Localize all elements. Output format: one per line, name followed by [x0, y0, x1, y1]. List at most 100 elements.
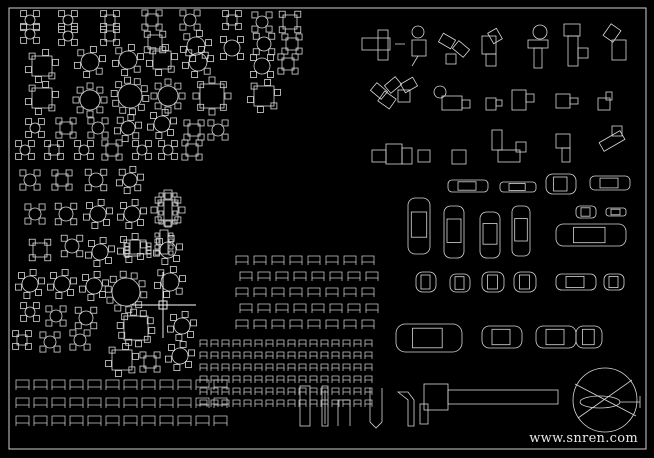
playground-item-15: [371, 143, 431, 165]
bench-146: [195, 379, 210, 390]
bench-121: [210, 399, 219, 407]
bench-79: [276, 363, 285, 371]
bench-43: [232, 339, 241, 347]
table-set-46: [115, 165, 145, 195]
crosshair-cursor-icon: [130, 272, 196, 338]
bench-125: [254, 399, 263, 407]
car-14: [513, 271, 537, 293]
bench-170: [195, 415, 210, 426]
table-set-58: [47, 269, 77, 299]
playground-item-9: [397, 76, 419, 103]
street-lamps: [299, 385, 415, 429]
table-set-71: [139, 351, 161, 373]
bench-120: [199, 399, 208, 407]
bench-135: [364, 399, 373, 407]
bench-99: [320, 375, 329, 383]
bench-165: [105, 415, 120, 426]
lamp-2: [321, 385, 329, 427]
table-set-69: [69, 329, 91, 351]
bench-21: [325, 287, 339, 297]
table-set-15: [281, 33, 303, 55]
bench-8: [239, 271, 253, 281]
table-set-13: [220, 36, 244, 60]
table-set-35: [207, 119, 229, 141]
playground-item-4: [481, 27, 503, 67]
table-set-43: [19, 169, 41, 191]
table-set-63: [45, 305, 67, 327]
bench-19: [289, 287, 303, 297]
bench-143: [141, 379, 156, 390]
bench-145: [177, 379, 192, 390]
playground-item-5: [527, 24, 549, 69]
car-2: [545, 173, 577, 195]
table-set-28: [247, 79, 281, 113]
long-table-set-2: [124, 239, 152, 258]
table-set-47: [24, 203, 46, 225]
table-set-70: [105, 343, 139, 377]
table-set-30: [55, 117, 77, 139]
lamp-5: [396, 391, 415, 427]
bench-81: [298, 363, 307, 371]
bench-16: [235, 287, 249, 297]
bench-22: [343, 287, 357, 297]
lamp-1: [299, 385, 311, 427]
bench-161: [33, 415, 48, 426]
bench-60: [243, 351, 252, 359]
bench-155: [141, 397, 156, 408]
table-set-11: [143, 30, 167, 54]
bench-14: [347, 271, 361, 281]
table-set-54: [85, 237, 115, 267]
long-table-set-0: [158, 189, 178, 227]
bench-97: [298, 375, 307, 383]
table-set-20: [182, 46, 214, 78]
bench-42: [221, 339, 230, 347]
bench-137: [33, 379, 48, 390]
bench-48: [287, 339, 296, 347]
bench-45: [254, 339, 263, 347]
table-set-44: [51, 169, 73, 191]
bench-164: [87, 415, 102, 426]
bench-77: [254, 363, 263, 371]
lamp-3: [337, 399, 351, 426]
table-set-7: [278, 10, 302, 34]
table-set-57: [15, 269, 45, 299]
bench-171: [213, 415, 228, 426]
bench-159: [213, 397, 228, 408]
bench-69: [342, 351, 351, 359]
bench-113: [298, 387, 307, 395]
bench-64: [287, 351, 296, 359]
bench-122: [221, 399, 230, 407]
bench-15: [365, 271, 379, 281]
playground-item-19: [598, 125, 626, 152]
bench-101: [342, 375, 351, 383]
bench-151: [69, 397, 84, 408]
bench-96: [287, 375, 296, 383]
bench-37: [325, 319, 339, 329]
table-set-21: [250, 54, 274, 78]
bench-7: [361, 255, 375, 265]
bench-18: [271, 287, 285, 297]
bench-26: [275, 303, 289, 313]
bench-46: [265, 339, 274, 347]
car-16: [603, 273, 625, 291]
bench-117: [342, 387, 351, 395]
bench-156: [159, 397, 174, 408]
table-set-36: [15, 140, 35, 160]
playground-item-10: [433, 85, 471, 111]
bench-27: [293, 303, 307, 313]
bench-34: [271, 319, 285, 329]
bench-92: [243, 375, 252, 383]
bench-148: [15, 397, 30, 408]
bench-31: [365, 303, 379, 313]
playground-item-16: [451, 149, 467, 165]
table-set-38: [74, 140, 94, 160]
bench-72: [199, 363, 208, 371]
bench-107: [232, 387, 241, 395]
car-6: [407, 197, 431, 255]
bench-78: [265, 363, 274, 371]
vehicles-top-view: [395, 173, 631, 353]
bench-103: [364, 375, 373, 383]
table-set-23: [25, 81, 59, 115]
bench-24: [239, 303, 253, 313]
